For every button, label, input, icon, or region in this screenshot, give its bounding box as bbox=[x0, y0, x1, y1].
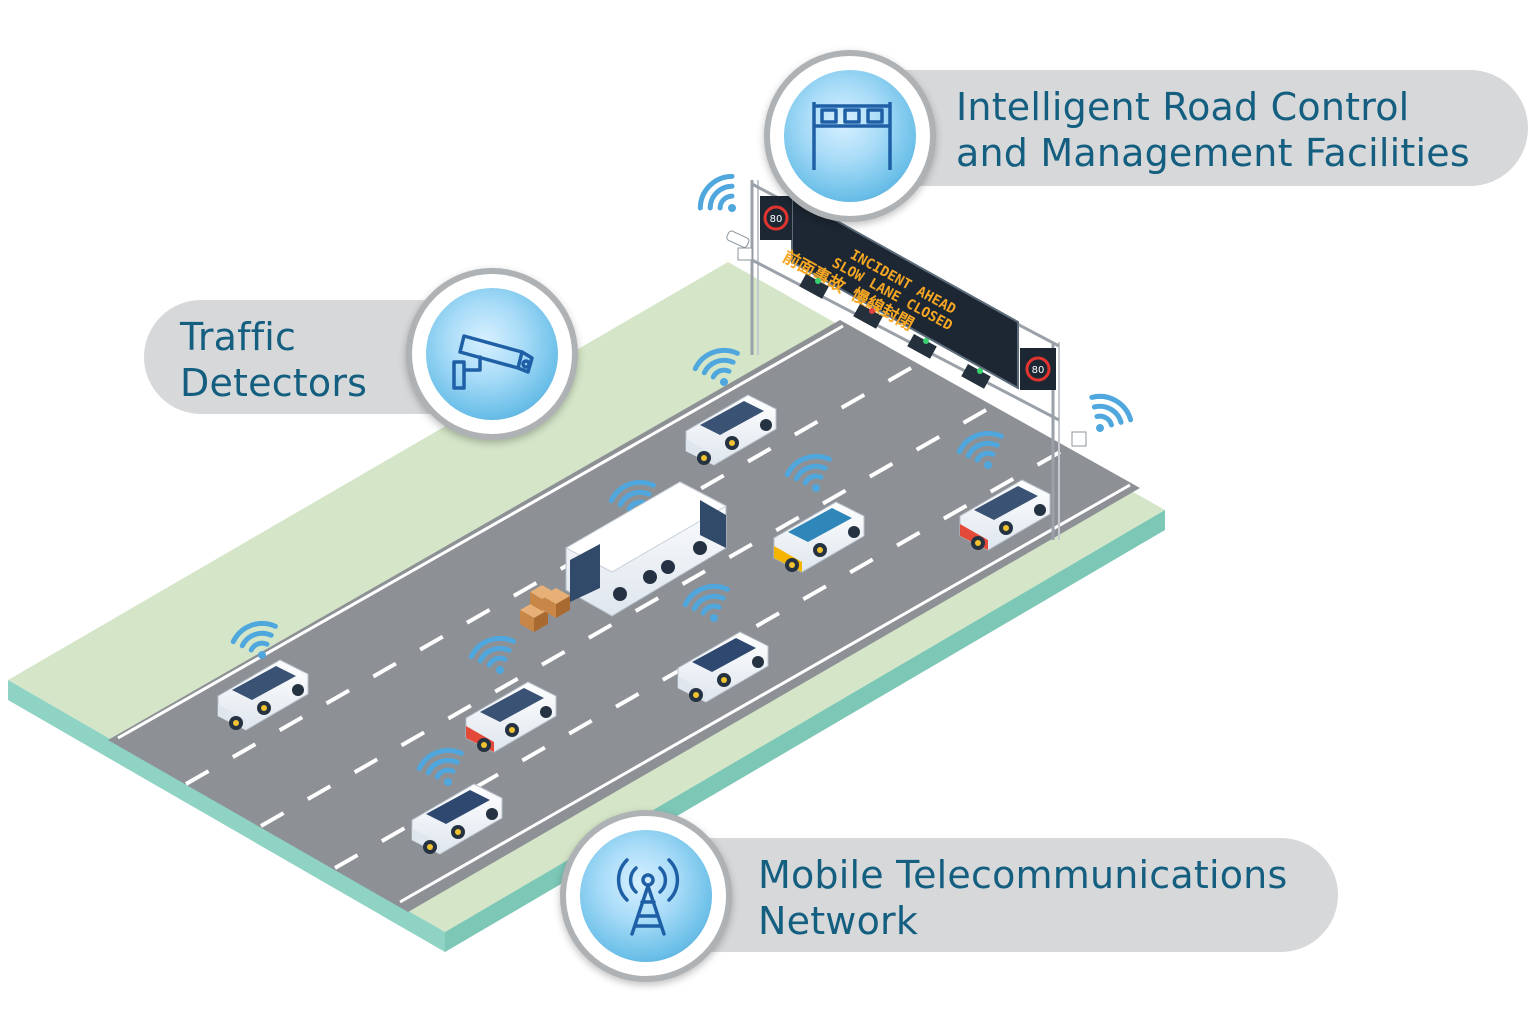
wifi-icon bbox=[682, 583, 730, 622]
lane-dash bbox=[278, 715, 304, 732]
lane-dash bbox=[306, 784, 332, 801]
svg-text:80: 80 bbox=[770, 214, 783, 225]
lane-dash bbox=[521, 745, 546, 763]
roadside-camera-left bbox=[726, 230, 753, 261]
lane-dash bbox=[802, 584, 827, 601]
lane-dash bbox=[868, 461, 894, 479]
lane-dash bbox=[962, 408, 988, 425]
wifi-icon bbox=[230, 620, 278, 659]
lane-dash bbox=[325, 688, 351, 706]
wifi-icon bbox=[784, 453, 832, 492]
lane-dash bbox=[587, 623, 613, 640]
lane-dash bbox=[700, 473, 725, 491]
lane-dash bbox=[728, 542, 753, 559]
car bbox=[959, 479, 1051, 551]
cargo-boxes bbox=[520, 585, 570, 632]
lane-dash bbox=[634, 596, 660, 613]
lane-dash bbox=[494, 676, 519, 694]
cctv-camera-icon bbox=[452, 334, 534, 390]
lane-dash bbox=[915, 435, 941, 452]
lane-dash bbox=[849, 557, 874, 575]
lane-dash bbox=[380, 826, 406, 843]
road-control-badge bbox=[764, 50, 936, 222]
lane-dash bbox=[775, 515, 800, 533]
wifi-icon bbox=[468, 635, 516, 674]
speed-sign-right: 80 bbox=[1020, 348, 1056, 390]
speed-sign-left: 80 bbox=[760, 196, 792, 240]
lane-dash bbox=[512, 581, 538, 598]
car bbox=[685, 394, 777, 466]
truck bbox=[564, 481, 728, 617]
lane-dash bbox=[260, 811, 285, 828]
callout-road-control bbox=[840, 70, 1528, 186]
wifi-icon bbox=[692, 347, 740, 386]
car bbox=[465, 681, 557, 753]
gantry-icon bbox=[812, 102, 892, 170]
callout-traffic-detectors-label: Traffic Detectors bbox=[180, 315, 368, 405]
lane-dash bbox=[372, 661, 397, 679]
traffic-detectors-badge bbox=[406, 268, 578, 440]
cell-tower-icon bbox=[616, 858, 680, 936]
lane-dash bbox=[615, 692, 640, 709]
car bbox=[217, 659, 309, 731]
lane-dash bbox=[541, 650, 566, 667]
wireless-signals bbox=[230, 173, 1134, 786]
car bbox=[677, 631, 769, 703]
lane-dash bbox=[793, 419, 819, 437]
lane-dash bbox=[334, 853, 359, 870]
lane-dash bbox=[840, 393, 866, 410]
lane-dash bbox=[989, 477, 1015, 494]
lane-dash bbox=[568, 718, 593, 736]
wifi-icon bbox=[1089, 393, 1134, 432]
vehicles bbox=[217, 394, 1051, 855]
lane-dash bbox=[887, 366, 913, 383]
callout-mobile-network bbox=[640, 838, 1338, 952]
lane-dash bbox=[353, 757, 379, 774]
wifi-icon bbox=[956, 430, 1004, 469]
mobile-network-badge bbox=[560, 810, 732, 982]
car bbox=[411, 783, 503, 855]
lane-dash bbox=[447, 703, 472, 721]
lane-dash bbox=[942, 503, 968, 521]
lane-dash bbox=[400, 730, 426, 748]
lane-dash bbox=[231, 742, 257, 759]
lane-dash bbox=[474, 772, 500, 790]
lane-dash bbox=[755, 611, 781, 628]
wifi-icon bbox=[697, 173, 736, 212]
callout-road-control-label: Intelligent Road Control and Management … bbox=[956, 85, 1470, 175]
lane-dash bbox=[1036, 450, 1062, 467]
lane-dash bbox=[419, 634, 444, 652]
lane-dash bbox=[466, 608, 491, 625]
svg-text:80: 80 bbox=[1032, 365, 1045, 376]
lane-dash bbox=[822, 488, 847, 506]
lane-dash bbox=[896, 530, 921, 548]
car bbox=[773, 501, 865, 573]
callout-mobile-network-label: Mobile Telecommunications Network bbox=[758, 853, 1288, 943]
lane-dash bbox=[747, 446, 772, 464]
roadside-sensor-right bbox=[1071, 431, 1087, 447]
wifi-icon bbox=[416, 747, 464, 786]
lane-dash bbox=[681, 569, 707, 586]
lane-dash bbox=[185, 769, 210, 786]
